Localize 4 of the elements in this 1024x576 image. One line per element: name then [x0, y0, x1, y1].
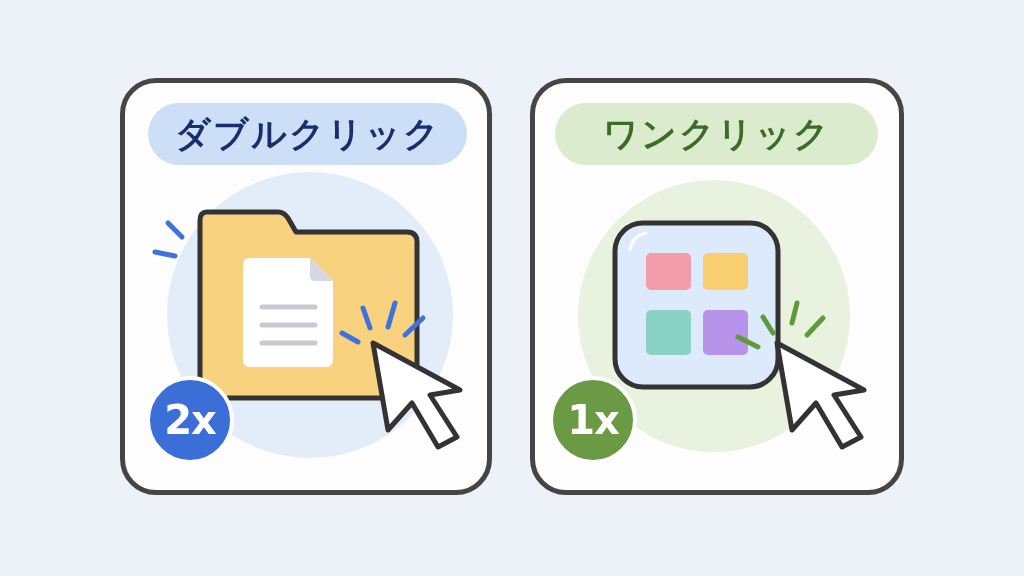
card	[120, 78, 492, 495]
heading-pill: ワンクリック	[555, 103, 878, 165]
card	[530, 78, 904, 495]
heading-pill: ダブルクリック	[148, 103, 467, 165]
